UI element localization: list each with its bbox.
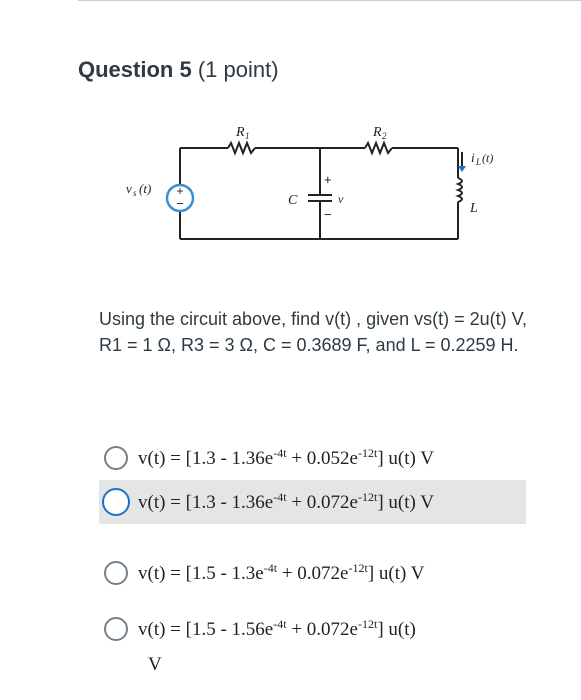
radio-button-1[interactable] — [104, 446, 128, 470]
answer-text-4: v(t) = [1.5 - 1.56e-4t + 0.072e-12t] u(t… — [138, 617, 416, 640]
question-name: Question 5 — [78, 57, 192, 82]
cap-voltage-label: v — [338, 192, 344, 206]
source-sub: s — [133, 188, 137, 198]
circuit-diagram: + − v s (t) R 1 R 2 C v i L (t) L + − — [126, 125, 493, 240]
current-arg: (t) — [482, 151, 493, 165]
question-header: Question 5 (1 point) — [78, 57, 279, 83]
question-points: (1 point) — [197, 57, 279, 82]
inductor-label: L — [469, 201, 478, 216]
answer-text-4-continued: V — [148, 654, 162, 675]
current-arrow-icon — [458, 166, 466, 172]
source-arg: (t) — [139, 181, 151, 196]
answer-option-1[interactable]: v(t) = [1.3 - 1.36e-4t + 0.052e-12t] u(t… — [99, 436, 526, 480]
current-sub: L — [475, 157, 481, 167]
r1-sub: 1 — [245, 131, 250, 141]
radio-button-2[interactable] — [102, 488, 130, 516]
answer-option-3[interactable]: v(t) = [1.5 - 1.3e-4t + 0.072e-12t] u(t)… — [99, 551, 526, 595]
r2-sub: 2 — [382, 131, 387, 141]
cap-label: C — [288, 193, 298, 208]
source-label: v — [126, 181, 132, 196]
answer-option-4[interactable]: v(t) = [1.5 - 1.56e-4t + 0.072e-12t] u(t… — [99, 607, 526, 651]
r2-label: R — [372, 125, 382, 140]
top-divider — [78, 0, 581, 1]
answer-text-2: v(t) = [1.3 - 1.36e-4t + 0.072e-12t] u(t… — [138, 490, 434, 513]
question-prompt: Using the circuit above, find v(t) , giv… — [99, 309, 528, 355]
radio-button-4[interactable] — [104, 617, 128, 641]
cap-minus: − — [324, 207, 332, 222]
source-plus: + — [176, 184, 183, 198]
voltage-source-icon — [165, 183, 195, 213]
source-minus: − — [176, 196, 184, 211]
current-label: i — [471, 150, 475, 165]
cap-plus: + — [324, 172, 332, 187]
answer-option-2[interactable]: v(t) = [1.3 - 1.36e-4t + 0.072e-12t] u(t… — [99, 480, 526, 524]
r1-label: R — [235, 125, 245, 140]
radio-button-3[interactable] — [104, 561, 128, 585]
answer-text-1: v(t) = [1.3 - 1.36e-4t + 0.052e-12t] u(t… — [138, 446, 434, 469]
answer-text-3: v(t) = [1.5 - 1.3e-4t + 0.072e-12t] u(t)… — [138, 561, 425, 584]
